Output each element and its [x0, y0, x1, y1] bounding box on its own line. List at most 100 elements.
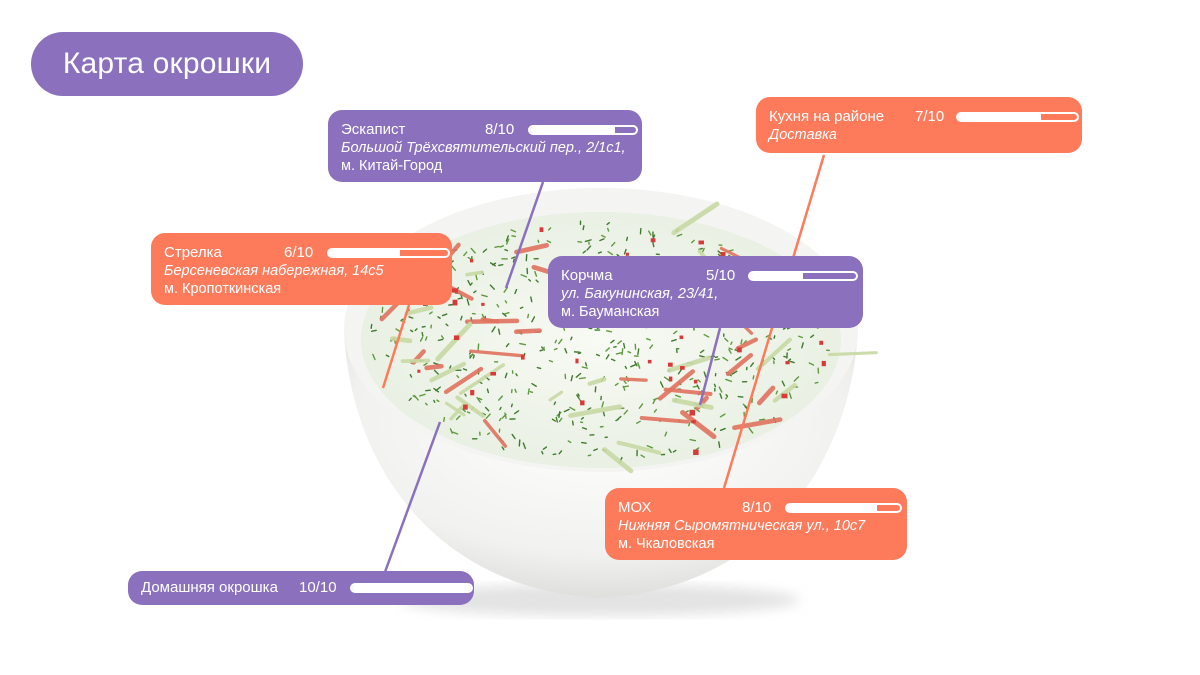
dill-fleck — [481, 294, 488, 298]
radish-piece — [452, 299, 458, 306]
dill-fleck — [437, 316, 441, 319]
dill-fleck — [605, 354, 610, 360]
dill-fleck — [674, 394, 682, 398]
dill-fleck — [570, 336, 573, 341]
radish-piece — [698, 240, 704, 245]
place-card-mox[interactable]: МОХ 8/10 Нижняя Сыромятническая ул., 10с… — [605, 488, 907, 560]
place-score: 10/10 — [299, 579, 337, 596]
dill-fleck — [758, 418, 766, 421]
vegetable-strip — [389, 336, 413, 344]
vegetable-strip — [455, 395, 486, 418]
dill-fleck — [370, 323, 373, 329]
dill-fleck — [478, 397, 483, 401]
place-name: Корчма — [561, 267, 613, 284]
dill-fleck — [581, 441, 587, 444]
dill-fleck — [584, 362, 588, 367]
dill-fleck — [519, 306, 524, 309]
vegetable-strip — [671, 397, 714, 410]
vegetable-strip — [671, 201, 720, 236]
dill-fleck — [497, 328, 501, 335]
dill-fleck — [615, 418, 619, 422]
dill-fleck — [522, 442, 527, 450]
dill-fleck — [527, 388, 530, 395]
dill-fleck — [692, 385, 698, 388]
dill-fleck — [457, 297, 462, 300]
dill-fleck — [514, 388, 517, 393]
place-card-domashnyaya[interactable]: Домашняя окрошка 10/10 — [128, 571, 474, 605]
dill-fleck — [689, 438, 697, 442]
radish-piece — [819, 340, 824, 345]
vegetable-strip — [443, 366, 484, 395]
vegetable-strip — [469, 349, 523, 358]
dill-fleck — [546, 240, 552, 244]
dill-fleck — [437, 338, 444, 342]
dill-fleck — [630, 363, 637, 368]
place-score: 8/10 — [742, 499, 772, 516]
place-card-kukhnya[interactable]: Кухня на районе 7/10 Доставка — [756, 97, 1082, 153]
dill-fleck — [636, 420, 641, 424]
radish-piece — [737, 347, 742, 353]
dill-fleck — [714, 356, 719, 359]
dill-fleck — [436, 399, 440, 403]
place-card-eskapist[interactable]: Эскапист 8/10 Большой Трёхсвятительский … — [328, 110, 642, 182]
dill-fleck — [499, 406, 502, 411]
radish-piece — [481, 302, 485, 306]
dill-fleck — [625, 236, 629, 242]
dill-fleck — [577, 240, 583, 243]
dill-fleck — [730, 341, 733, 345]
dill-fleck — [502, 312, 507, 317]
dill-fleck — [372, 353, 376, 361]
radish-piece — [470, 389, 475, 396]
dill-fleck — [558, 417, 563, 423]
place-address: Большой Трёхсвятительский пер., 2/1с1, — [341, 140, 626, 156]
dill-fleck — [466, 411, 471, 414]
place-name: Кухня на районе — [769, 108, 885, 125]
radish-piece — [463, 404, 468, 410]
dill-fleck — [718, 441, 721, 448]
place-card-strelka[interactable]: Стрелка 6/10 Берсеневская набережная, 14… — [151, 233, 452, 305]
vegetable-strip — [568, 404, 623, 418]
dill-fleck — [582, 250, 587, 254]
dill-fleck — [672, 449, 677, 453]
dill-fleck — [512, 258, 515, 263]
vegetable-strip — [602, 447, 634, 474]
dill-fleck — [701, 247, 705, 254]
dill-fleck — [814, 381, 819, 384]
place-card-korchma[interactable]: Корчма 5/10 ул. Бакунинская, 23/41, м. Б… — [548, 256, 863, 328]
radish-piece — [691, 420, 696, 424]
place-score: 7/10 — [915, 108, 945, 125]
dill-fleck — [646, 445, 654, 449]
dill-fleck — [542, 446, 548, 450]
dill-fleck — [489, 262, 496, 267]
dill-fleck — [652, 398, 656, 405]
vegetable-strip — [465, 270, 484, 277]
dill-fleck — [505, 343, 510, 348]
dill-fleck — [421, 331, 424, 337]
dill-fleck — [637, 362, 641, 369]
dill-fleck — [607, 251, 614, 256]
place-score: 5/10 — [706, 267, 736, 284]
vegetable-strip — [548, 390, 564, 402]
dill-fleck — [433, 399, 436, 403]
dill-fleck — [511, 433, 516, 440]
dill-fleck — [371, 329, 377, 333]
dill-fleck — [725, 393, 729, 397]
dill-fleck — [670, 339, 677, 342]
dill-fleck — [622, 385, 630, 388]
dill-fleck — [597, 251, 602, 254]
dill-fleck — [648, 230, 652, 236]
dill-fleck — [496, 303, 500, 308]
radish-piece — [821, 360, 826, 367]
vegetable-strip — [435, 321, 473, 362]
place-metro: м. Чкаловская — [618, 536, 715, 552]
dill-fleck — [553, 401, 557, 406]
dill-fleck — [606, 222, 610, 226]
place-metro: м. Китай-Город — [341, 158, 443, 174]
dill-fleck — [737, 395, 744, 398]
dill-fleck — [610, 241, 616, 247]
dill-fleck — [408, 397, 412, 402]
dill-fleck — [440, 335, 445, 340]
dill-fleck — [576, 394, 580, 399]
dill-fleck — [451, 431, 459, 435]
radish-piece — [693, 379, 698, 384]
